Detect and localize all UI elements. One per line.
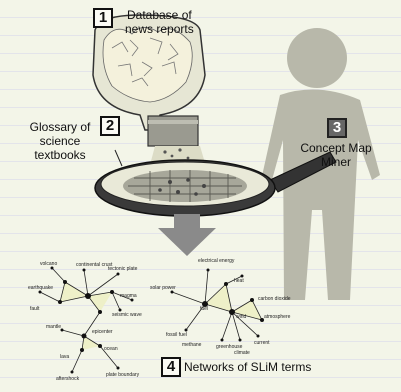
term-right-0: electrical energy: [198, 258, 235, 264]
term-right-9: greenhouse: [216, 344, 243, 350]
step-1-label: Database of news reports: [125, 8, 194, 36]
term-right-5: carbon dioxide: [258, 296, 291, 302]
step-2-label-line-1: Glossary of: [29, 120, 91, 134]
step-2-label-line-3: textbooks: [34, 148, 86, 162]
step-1-number-badge: 1: [93, 8, 113, 28]
term-left-4: magma: [120, 293, 137, 299]
term-right-3: heat: [234, 278, 244, 284]
term-left-9: ocean: [104, 346, 118, 352]
term-right-4: fossil fuel: [166, 332, 187, 338]
term-right-6: atmosphere: [264, 314, 291, 320]
term-left-1: tectonic plate: [108, 266, 138, 272]
term-right-10: climate: [234, 350, 250, 356]
step-3-label: Concept Map Miner: [288, 141, 384, 169]
step-3-label-line-2: Miner: [320, 155, 351, 169]
term-left-0: continental crust: [76, 262, 113, 268]
term-left-5: fault: [30, 306, 40, 312]
term-right-2: solar power: [150, 285, 176, 291]
step-1-label-line-2: news reports: [125, 22, 194, 36]
sieve-pan: [94, 151, 337, 217]
network-right: electrical energy fuel solar power heat …: [150, 258, 291, 356]
step-2-label: Glossary of science textbooks: [6, 120, 114, 162]
glossary-pointer: [114, 149, 123, 167]
term-left-8: epicenter: [92, 329, 113, 335]
step-4-label: Networks of SLiM terms: [184, 360, 312, 374]
person-figure: [262, 28, 380, 300]
term-right-8: current: [254, 340, 270, 346]
term-left-7: mantle: [46, 324, 61, 330]
term-left-12: aftershock: [56, 376, 80, 382]
term-right-11: methane: [182, 342, 202, 348]
term-left-11: plate boundary: [106, 372, 140, 378]
down-arrow: [158, 214, 216, 256]
step-3-number-badge: 3: [327, 118, 347, 138]
step-3-label-line-1: Concept Map: [300, 141, 372, 155]
term-left-6: seismic wave: [112, 312, 142, 318]
term-left-2: earthquake: [28, 285, 53, 291]
step-4-number-badge: 4: [161, 357, 181, 377]
step-2-number-badge: 2: [100, 116, 120, 136]
network-left: continental crust tectonic plate earthqu…: [28, 261, 142, 382]
step-2-label-line-2: science: [39, 134, 81, 148]
term-left-10: lava: [60, 354, 69, 360]
term-right-7: wind: [236, 314, 247, 320]
news-database-funnel: [92, 14, 206, 147]
term-left-3: volcano: [40, 261, 57, 267]
term-right-1: fuel: [200, 306, 208, 312]
step-1-label-line-1: Database of: [126, 8, 192, 22]
